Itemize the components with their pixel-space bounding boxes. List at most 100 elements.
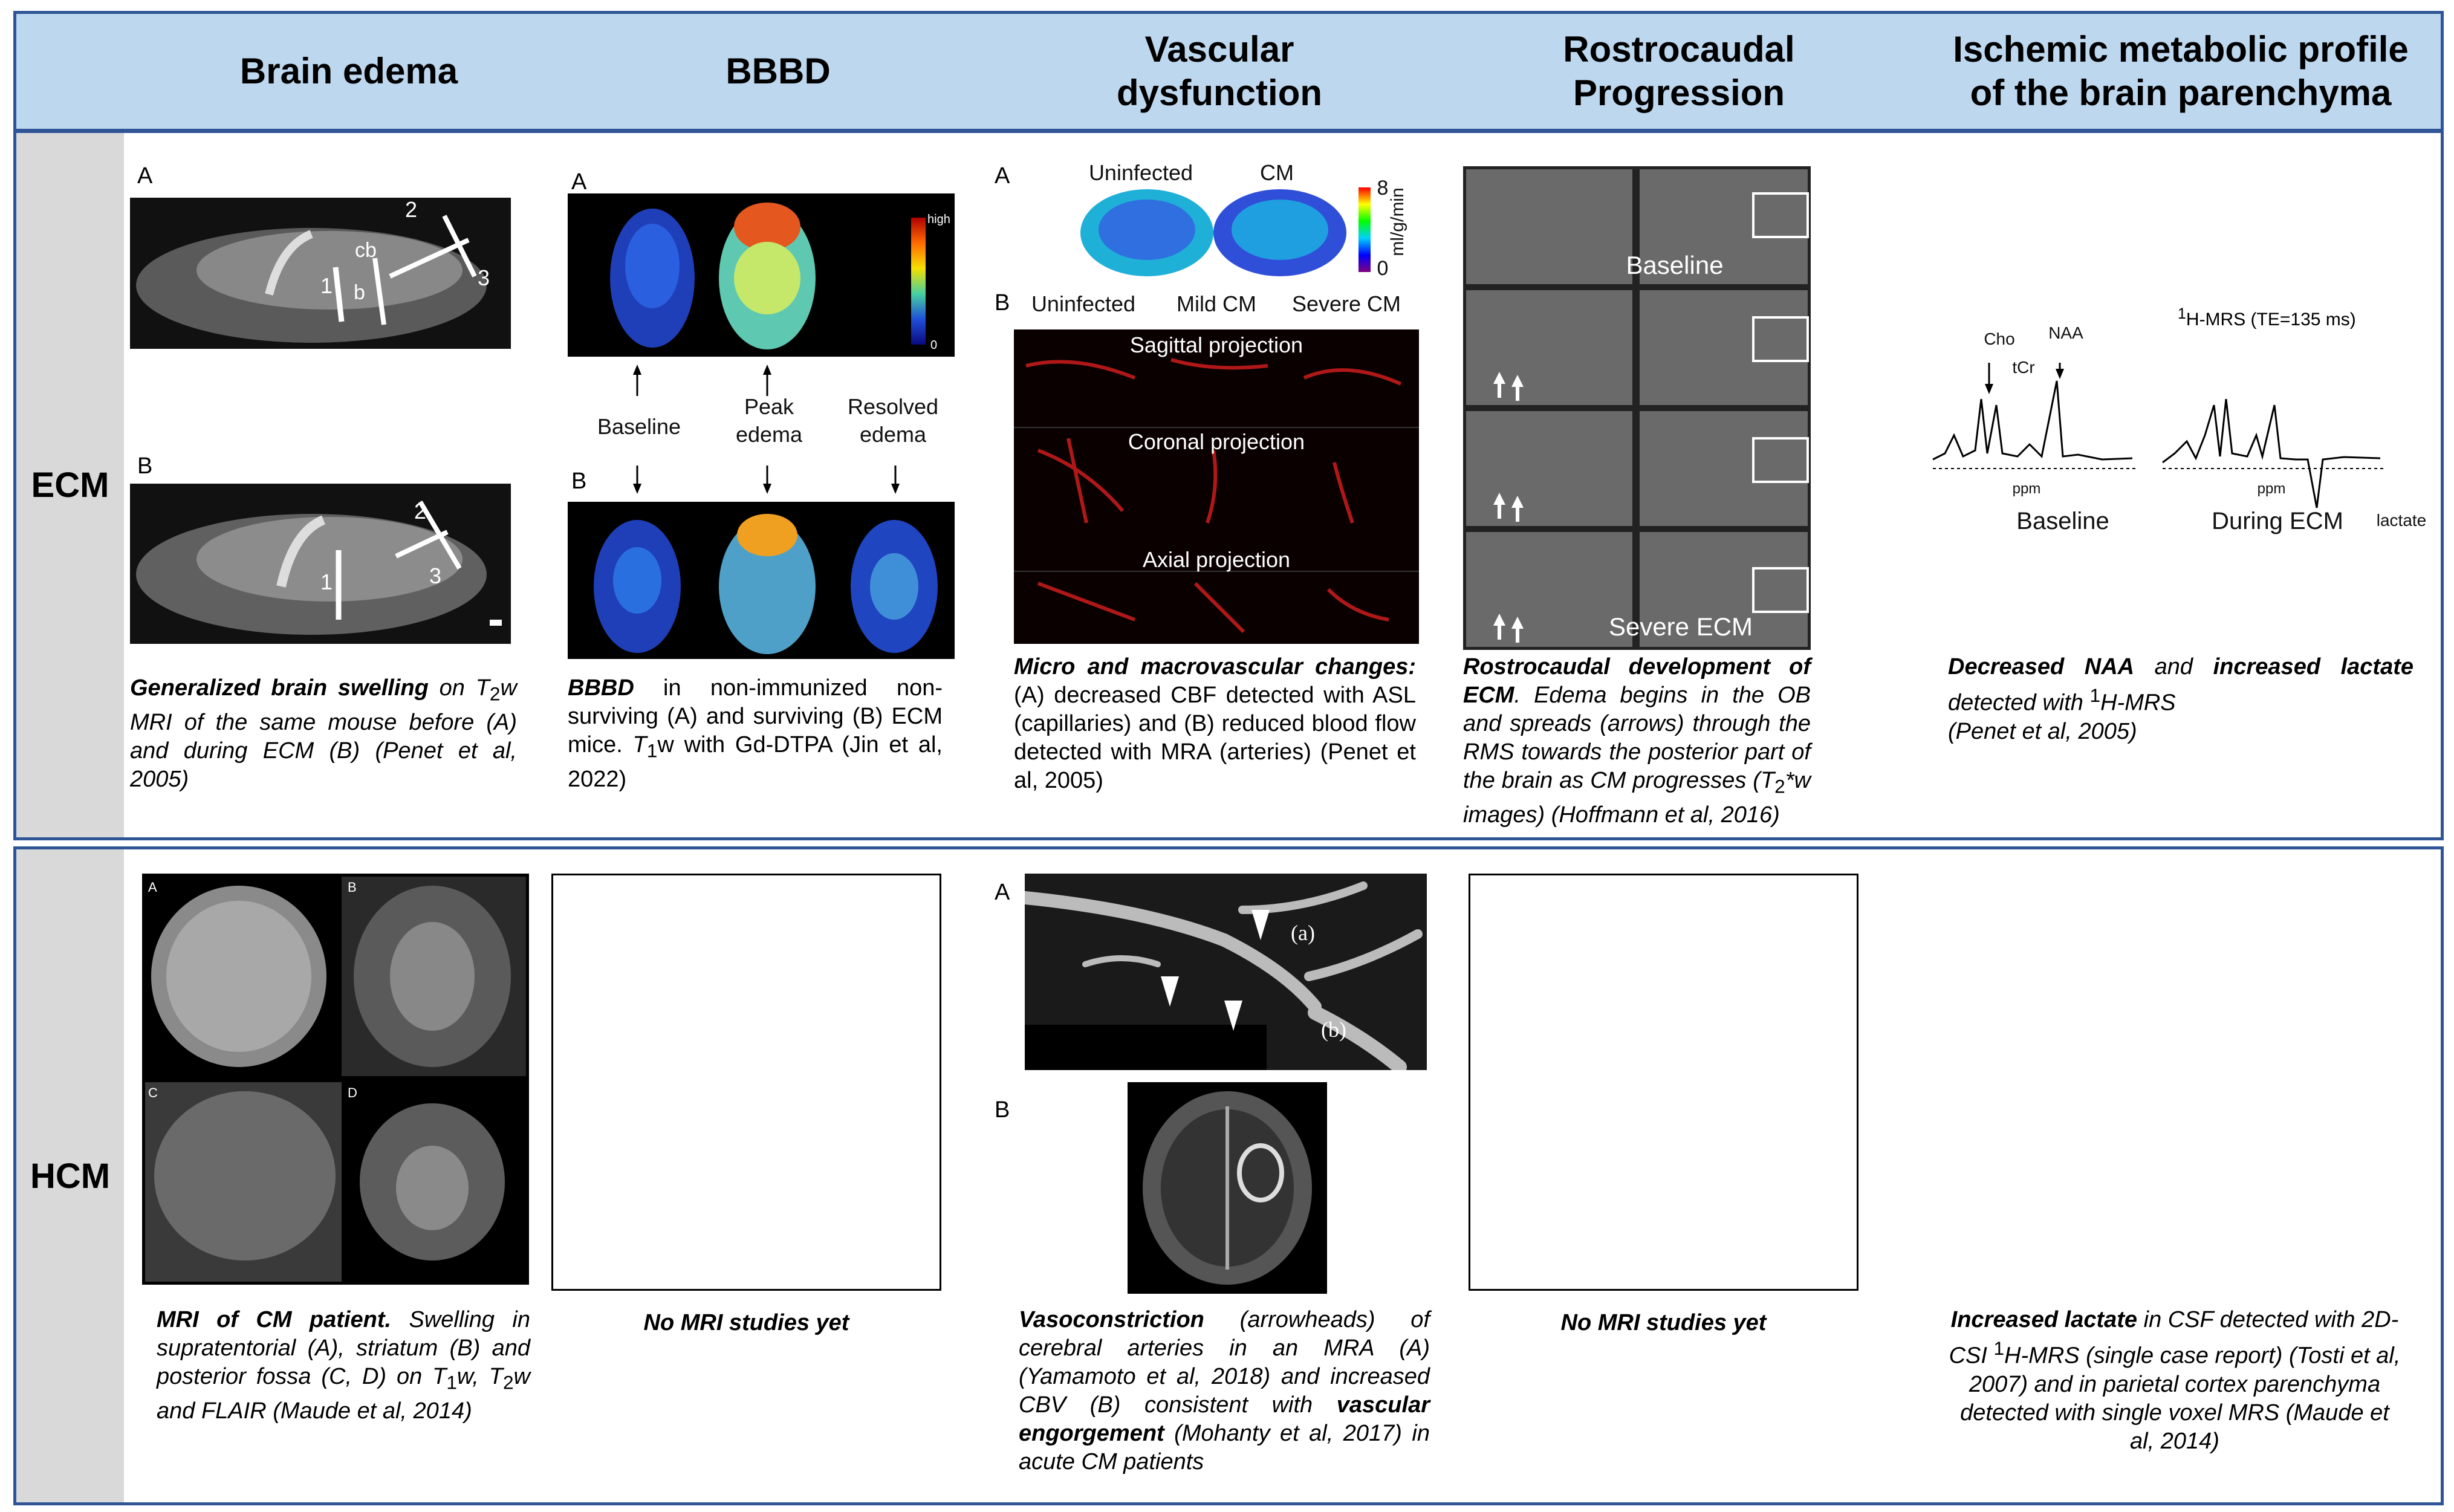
caption-hcm-edema-t2: T — [489, 1364, 503, 1389]
vasc-cbf-scale-bar — [1358, 187, 1371, 272]
bbbd-label-peak: Peak edema — [735, 394, 803, 447]
mouse-mri-during: 1 2 3 — [130, 484, 511, 644]
mrs-spectra — [1932, 363, 2386, 508]
hcm-patient-mri-slices: A B C D — [145, 877, 526, 1282]
caption-hcm-edema-bold: MRI of CM patient. — [157, 1307, 392, 1332]
caption-hcm-bbbd: No MRI studies yet — [551, 1309, 941, 1337]
mouse-brain-sagittal-a: cb b 1 2 3 — [136, 198, 490, 343]
caption-hcm-edema-mid: w, — [456, 1364, 489, 1389]
bbbd-scale-high: high — [927, 213, 950, 226]
row-label-hcm-text: HCM — [30, 1156, 111, 1196]
mrs-ppm-2: ppm — [2257, 481, 2286, 497]
label-b: b — [354, 281, 365, 304]
caption-ecm-met-bold1: Decreased NAA — [1948, 654, 2135, 680]
header-bbbd: BBBD — [560, 14, 996, 129]
caption-hcm-bbbd-text: No MRI studies yet — [643, 1310, 849, 1335]
hcm-section: HCM A B C D MRI of CM patient. Swelling … — [13, 846, 2444, 1505]
header-vascular: Vascular dysfunction — [996, 14, 1443, 129]
caption-ecm-met-h: H-MRS — [2100, 690, 2176, 716]
vasc-mra-vessels — [1014, 358, 1419, 634]
bbbd-letter-a: A — [571, 169, 587, 195]
caption-ecm-rostro-t: T — [1760, 768, 1775, 793]
mrs-label-tcr: tCr — [2012, 358, 2035, 377]
caption-ecm-bbbd-bold: BBBD — [568, 675, 634, 701]
header-metabolic: Ischemic metabolic profile of the brain … — [1915, 14, 2447, 129]
caption-hcm-vasc-bold1: Vasoconstriction — [1019, 1307, 1204, 1332]
caption-ecm-rostro-bold: Rostrocaudal development of ECM — [1463, 654, 1811, 708]
vasc-label-axial: Axial projection — [1142, 547, 1291, 572]
mrs-title-text: H-MRS (TE=135 ms) — [2186, 310, 2356, 329]
caption-hcm-edema-t1: T — [432, 1364, 447, 1389]
hcm-mri-letter-b: B — [348, 880, 357, 895]
hcm-mra-image: (a) (b) — [1025, 874, 1427, 1070]
vasc-label-uninfected-b: Uninfected — [1031, 291, 1136, 316]
caption-hcm-met-2: H-MRS (single case report) (Tosti et al,… — [1960, 1343, 2401, 1454]
header-row: Brain edema BBBD Vascular dysfunction Ro… — [13, 11, 2444, 132]
vasc-scale-max: 8 — [1377, 177, 1389, 200]
header-rostrocaudal: Rostrocaudal Progression — [1443, 14, 1915, 129]
header-brain-edema: Brain edema — [137, 14, 560, 129]
caption-ecm-metabolic: Decreased NAA and increased lactate dete… — [1948, 653, 2413, 746]
header-rostro-l1: Rostrocaudal — [1563, 29, 1795, 70]
hcm-cbv-brain — [1143, 1091, 1312, 1285]
caption-hcm-met-1: in CSF detected with 2D-CSI — [1949, 1307, 2399, 1369]
hcm-bbbd-empty-box — [551, 874, 941, 1291]
caption-hcm-edema: MRI of CM patient. Swelling in supratent… — [157, 1306, 530, 1426]
caption-ecm-rostro-sub: 2 — [1774, 775, 1785, 797]
label-cb: cb — [355, 239, 377, 262]
header-metabolic-l2: of the brain parenchyma — [1970, 73, 2392, 113]
bbbd-down-arrows — [633, 466, 900, 494]
mouse-mri-before: cb b 1 2 3 — [130, 198, 511, 349]
vasc-label-severe: Severe CM — [1291, 291, 1401, 316]
caption-hcm-met-bold: Increased lactate — [1950, 1307, 2138, 1332]
bbbd-up-arrows — [633, 365, 771, 396]
caption-ecm-met-rest: detected with — [1948, 690, 2090, 716]
mouse-brain-sagittal-b: 1 2 3 — [136, 499, 502, 635]
mrs-label-baseline: Baseline — [2016, 508, 2109, 534]
caption-ecm-edema: Generalized brain swelling on T2w MRI of… — [130, 674, 517, 794]
vasc-mra-panel: Sagittal projection Coronal projection A… — [1014, 329, 1419, 644]
caption-ecm-vasc-bold: Micro and macrovascular changes: — [1014, 654, 1416, 680]
mrs-title-sup: 1 — [2178, 305, 2186, 322]
label-1a: 1 — [320, 273, 333, 298]
vasc-letter-b: B — [995, 290, 1010, 316]
caption-ecm-edema-on: on — [428, 675, 476, 701]
mrs-label-during: During ECM — [2212, 508, 2343, 534]
header-brain-edema-text: Brain edema — [239, 51, 458, 91]
caption-ecm-vascular: Micro and macrovascular changes: (A) dec… — [1014, 653, 1416, 795]
row-label-ecm: ECM — [16, 133, 124, 837]
vasc-scale-unit: ml/g/min — [1388, 187, 1407, 256]
header-rostro-l2: Progression — [1573, 73, 1785, 113]
caption-hcm-edema-rest: Swelling in supratentorial (A), striatum… — [157, 1307, 530, 1389]
bbbd-brains-b — [594, 514, 938, 654]
mrs-label-naa: NAA — [2048, 323, 2083, 342]
caption-hcm-vasc-2: (Mohanty et al, 2017) in acute CM patien… — [1019, 1421, 1430, 1475]
caption-hcm-rostro: No MRI studies yet — [1469, 1309, 1858, 1337]
caption-ecm-met-and: and — [2134, 654, 2213, 680]
caption-hcm-vascular: Vasoconstriction (arrowheads) of cerebra… — [1019, 1306, 1430, 1476]
vasc-label-mild: Mild CM — [1177, 291, 1256, 316]
ecm-section: ECM A cb b 1 2 3 B 1 2 — [13, 130, 2444, 840]
caption-ecm-bbbd-sub: 1 — [646, 739, 658, 762]
label-2a: 2 — [405, 198, 417, 222]
caption-hcm-met-sup: 1 — [1993, 1337, 2005, 1359]
bbbd-scale-low: 0 — [930, 339, 938, 352]
caption-ecm-met-sup: 1 — [2089, 684, 2101, 706]
rostro-mri-slices — [1466, 169, 1809, 647]
caption-ecm-bbbd: BBBD in non-immunized non-surviving (A) … — [568, 674, 943, 794]
rostro-label-baseline: Baseline — [1626, 251, 1724, 279]
caption-ecm-met-bold2: increased lactate — [2213, 654, 2413, 680]
caption-ecm-rostro-rest: . Edema begins in the OB and spreads (ar… — [1463, 683, 1811, 793]
vasc-cbf-maps — [1080, 189, 1346, 276]
vasc-scale-min: 0 — [1377, 257, 1389, 280]
header-vascular-l2: dysfunction — [1117, 73, 1322, 113]
caption-hcm-edema-end: w and FLAIR (Maude et al, 2014) — [157, 1364, 530, 1424]
hcm-mra-label-a: (a) — [1291, 921, 1315, 945]
label-3a: 3 — [478, 265, 490, 290]
mrs-label-cho: Cho — [1984, 329, 2015, 348]
mrs-title: 1H-MRS (TE=135 ms) — [2178, 305, 2356, 330]
bbbd-scale-bar — [911, 218, 926, 345]
bbbd-brains-a — [610, 203, 924, 349]
vasc-label-uninfected: Uninfected — [1088, 160, 1193, 185]
caption-ecm-bbbd-t: T — [632, 732, 647, 758]
